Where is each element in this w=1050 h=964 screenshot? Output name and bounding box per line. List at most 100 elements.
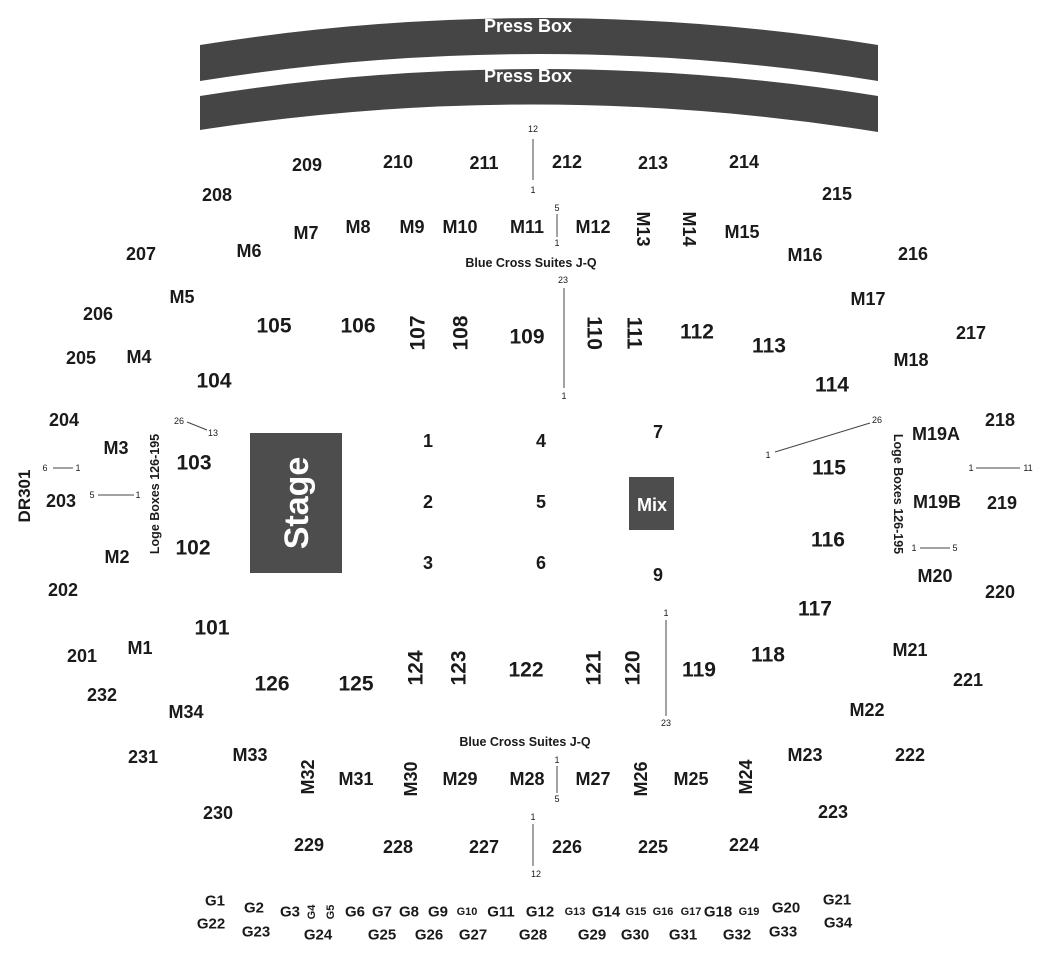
- garden-section-g9[interactable]: G9: [428, 904, 448, 921]
- mezzanine-section-m10[interactable]: M10: [442, 217, 477, 237]
- floor-section-1[interactable]: 1: [423, 431, 433, 451]
- section-214[interactable]: 214: [729, 152, 759, 172]
- garden-section-g18[interactable]: G18: [704, 904, 732, 921]
- section-206[interactable]: 206: [83, 304, 113, 324]
- mezzanine-section-m16[interactable]: M16: [787, 245, 822, 265]
- section-101[interactable]: 101: [194, 617, 229, 640]
- section-211[interactable]: 211: [469, 153, 498, 173]
- mezzanine-section-m22[interactable]: M22: [849, 700, 884, 720]
- section-104[interactable]: 104: [196, 370, 231, 393]
- garden-section-g13[interactable]: G13: [565, 906, 586, 918]
- mezzanine-section-m21[interactable]: M21: [892, 640, 927, 660]
- mezzanine-section-m14[interactable]: M14: [679, 211, 699, 246]
- section-123[interactable]: 123: [448, 650, 471, 685]
- section-114[interactable]: 114: [815, 374, 849, 397]
- mezzanine-section-m15[interactable]: M15: [724, 222, 759, 242]
- garden-section-g31[interactable]: G31: [669, 927, 697, 944]
- section-103[interactable]: 103: [176, 452, 211, 475]
- garden-section-g19[interactable]: G19: [739, 906, 760, 918]
- floor-section-2[interactable]: 2: [423, 492, 433, 512]
- section-231[interactable]: 231: [128, 747, 158, 767]
- section-215[interactable]: 215: [822, 184, 852, 204]
- section-208[interactable]: 208: [202, 185, 232, 205]
- mezzanine-section-m9[interactable]: M9: [399, 217, 424, 237]
- section-102[interactable]: 102: [175, 537, 210, 560]
- section-209[interactable]: 209: [292, 155, 322, 175]
- mezzanine-section-m17[interactable]: M17: [850, 289, 885, 309]
- garden-section-g6[interactable]: G6: [345, 904, 365, 921]
- garden-section-g34[interactable]: G34: [824, 915, 853, 932]
- section-230[interactable]: 230: [203, 803, 233, 823]
- section-110[interactable]: 110: [583, 316, 606, 350]
- mezzanine-section-m4[interactable]: M4: [126, 347, 151, 367]
- section-109[interactable]: 109: [509, 326, 544, 349]
- section-207[interactable]: 207: [126, 244, 156, 264]
- mezzanine-section-m1[interactable]: M1: [127, 638, 152, 658]
- mezzanine-section-m31[interactable]: M31: [338, 769, 373, 789]
- mezzanine-section-m8[interactable]: M8: [345, 217, 370, 237]
- garden-section-g21[interactable]: G21: [823, 892, 851, 909]
- floor-section-7[interactable]: 7: [653, 422, 663, 442]
- garden-section-g25[interactable]: G25: [368, 927, 396, 944]
- garden-section-g2[interactable]: G2: [244, 900, 264, 917]
- garden-section-g11[interactable]: G11: [487, 904, 515, 921]
- garden-section-g26[interactable]: G26: [415, 927, 443, 944]
- section-218[interactable]: 218: [985, 410, 1015, 430]
- stage[interactable]: [250, 433, 342, 573]
- garden-section-g28[interactable]: G28: [519, 927, 547, 944]
- section-107[interactable]: 107: [407, 315, 430, 350]
- mezzanine-section-m19a[interactable]: M19A: [912, 424, 960, 444]
- garden-section-g33[interactable]: G33: [769, 924, 797, 941]
- floor-section-6[interactable]: 6: [536, 553, 546, 573]
- section-216[interactable]: 216: [898, 244, 928, 264]
- section-226[interactable]: 226: [552, 837, 582, 857]
- section-126[interactable]: 126: [254, 673, 289, 696]
- section-105[interactable]: 105: [256, 315, 291, 338]
- mezzanine-section-m28[interactable]: M28: [509, 769, 544, 789]
- press-box-top[interactable]: [200, 18, 878, 81]
- mezzanine-section-m11[interactable]: M11: [510, 217, 544, 237]
- section-229[interactable]: 229: [294, 835, 324, 855]
- mezzanine-section-m26[interactable]: M26: [631, 761, 651, 796]
- garden-section-g10[interactable]: G10: [457, 906, 478, 918]
- section-117[interactable]: 117: [798, 598, 832, 621]
- section-232[interactable]: 232: [87, 685, 117, 705]
- mezzanine-section-m30[interactable]: M30: [401, 761, 421, 796]
- floor-section-3[interactable]: 3: [423, 553, 433, 573]
- section-111[interactable]: 111: [623, 317, 646, 350]
- garden-section-g20[interactable]: G20: [772, 900, 800, 917]
- mezzanine-section-m20[interactable]: M20: [917, 566, 952, 586]
- section-124[interactable]: 124: [405, 650, 428, 685]
- mezzanine-section-m12[interactable]: M12: [575, 217, 610, 237]
- section-202[interactable]: 202: [48, 580, 78, 600]
- mix-position[interactable]: [629, 477, 674, 530]
- garden-section-g8[interactable]: G8: [399, 904, 419, 921]
- section-203[interactable]: 203: [46, 491, 76, 511]
- garden-section-g14[interactable]: G14: [592, 904, 621, 921]
- floor-section-5[interactable]: 5: [536, 492, 546, 512]
- garden-section-g4[interactable]: G4: [306, 904, 318, 920]
- section-112[interactable]: 112: [680, 321, 714, 344]
- section-205[interactable]: 205: [66, 348, 96, 368]
- section-121[interactable]: 121: [583, 650, 606, 685]
- mezzanine-section-m13[interactable]: M13: [633, 211, 653, 246]
- garden-section-g7[interactable]: G7: [372, 904, 392, 921]
- mezzanine-section-m32[interactable]: M32: [298, 759, 318, 794]
- mezzanine-section-m27[interactable]: M27: [575, 769, 610, 789]
- section-228[interactable]: 228: [383, 837, 413, 857]
- mezzanine-section-m34[interactable]: M34: [168, 702, 203, 722]
- garden-section-g27[interactable]: G27: [459, 927, 487, 944]
- section-113[interactable]: 113: [752, 335, 786, 358]
- mezzanine-section-m18[interactable]: M18: [893, 350, 928, 370]
- mezzanine-section-m3[interactable]: M3: [103, 438, 128, 458]
- garden-section-g3[interactable]: G3: [280, 904, 300, 921]
- garden-section-g1[interactable]: G1: [205, 893, 225, 910]
- section-122[interactable]: 122: [508, 659, 543, 682]
- section-108[interactable]: 108: [450, 315, 473, 350]
- section-106[interactable]: 106: [340, 315, 375, 338]
- garden-section-g24[interactable]: G24: [304, 927, 333, 944]
- section-227[interactable]: 227: [469, 837, 499, 857]
- section-118[interactable]: 118: [751, 644, 785, 667]
- section-220[interactable]: 220: [985, 582, 1015, 602]
- mezzanine-section-m7[interactable]: M7: [293, 223, 318, 243]
